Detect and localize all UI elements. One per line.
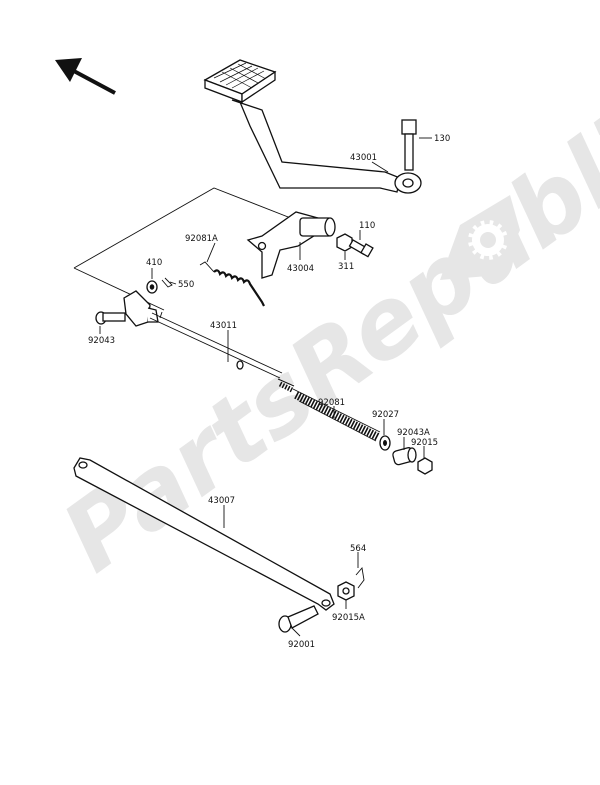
- bolt-92043: [95, 311, 126, 325]
- label-43011: 43011: [210, 321, 237, 331]
- label-92001: 92001: [288, 640, 315, 650]
- pin-564: [355, 566, 365, 589]
- label-43004: 43004: [287, 264, 314, 274]
- label-410: 410: [146, 258, 162, 268]
- part-labels: 130 43001 110 92081A 43004 311 410 550 9…: [88, 134, 450, 650]
- arrow-up-left-icon: [55, 58, 116, 95]
- washer-410: [146, 280, 158, 294]
- nut-92027: [379, 435, 391, 451]
- label-92081a: 92081A: [185, 234, 218, 244]
- gear-logo-icon: [440, 195, 520, 280]
- label-130: 130: [434, 134, 450, 144]
- label-92015a: 92015A: [332, 613, 365, 623]
- label-92027: 92027: [372, 410, 399, 420]
- label-311: 311: [338, 262, 354, 272]
- label-92015: 92015: [411, 438, 438, 448]
- bracket-43004: [246, 211, 336, 279]
- bolt-110: [348, 239, 374, 258]
- leader-lines: [99, 161, 425, 637]
- reference-box: [73, 187, 307, 311]
- watermark: PartsRepublik: [43, 60, 600, 594]
- spring-92081: [292, 388, 381, 442]
- brake-pedal: [203, 59, 422, 194]
- bolt-130: [401, 119, 432, 171]
- label-43001: 43001: [350, 153, 377, 163]
- joint-92043a: [392, 447, 417, 466]
- label-92043: 92043: [88, 336, 115, 346]
- label-110: 110: [359, 221, 375, 231]
- label-43007: 43007: [208, 496, 235, 506]
- nut-92015a: [337, 581, 355, 601]
- label-92043a: 92043A: [397, 428, 430, 438]
- cotter-pin-550: [161, 277, 173, 288]
- nut-311: [336, 233, 353, 252]
- bolt-92001: [278, 605, 319, 633]
- label-550: 550: [178, 280, 194, 290]
- pin-92015: [417, 457, 433, 475]
- torque-link-43007: [73, 457, 335, 611]
- label-564: 564: [350, 544, 366, 554]
- spring-92081a: [199, 261, 265, 307]
- watermark-text: PartsRepublik: [43, 60, 600, 594]
- label-92081: 92081: [318, 398, 345, 408]
- threaded-rod: [277, 378, 295, 393]
- brake-rod-43011: [123, 290, 283, 379]
